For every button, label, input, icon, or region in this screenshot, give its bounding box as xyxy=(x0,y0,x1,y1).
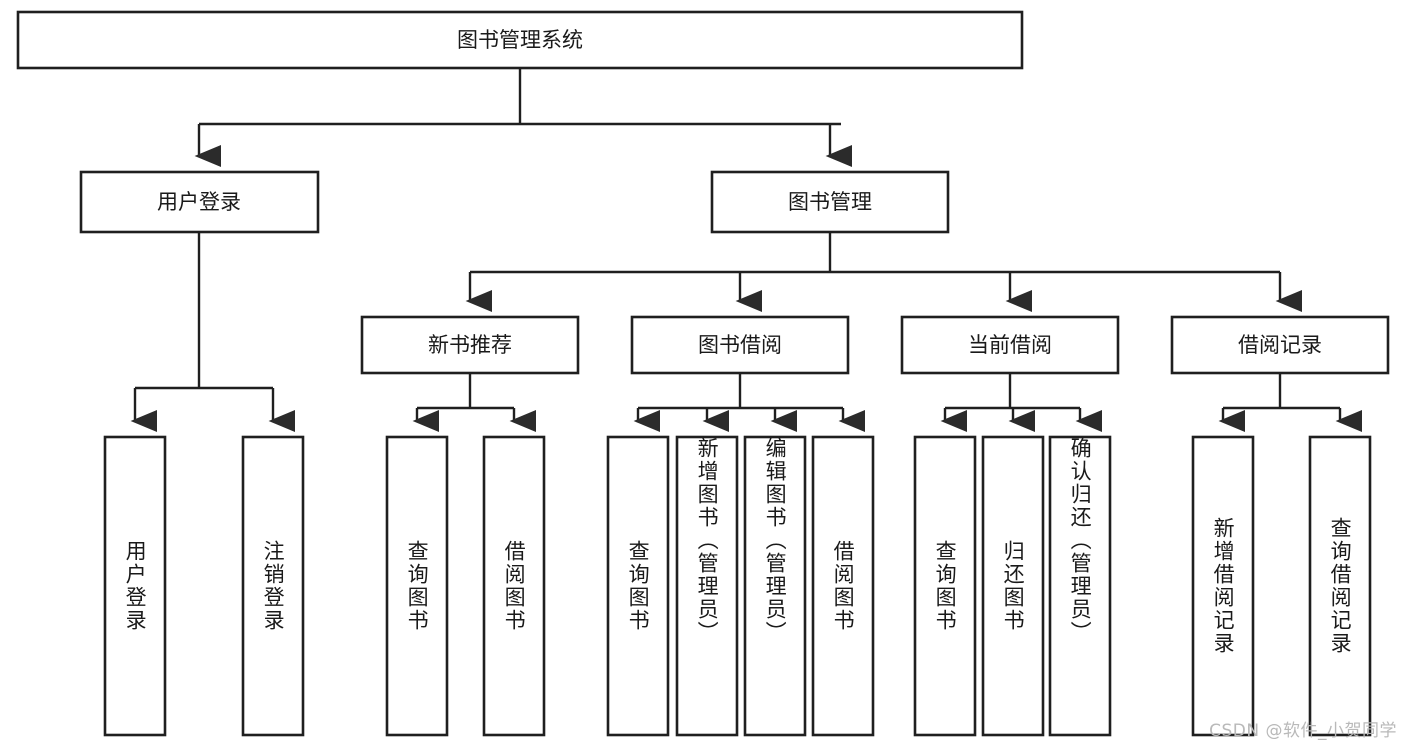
node-current-borrow[interactable]: 当前借阅 xyxy=(900,315,1120,375)
leaf-rect-query-book-3[interactable] xyxy=(913,435,977,737)
leaf-rect-logout[interactable] xyxy=(241,435,305,737)
node-root-label: 图书管理系统 xyxy=(457,28,583,52)
leaf-rect-query-borrow-record[interactable] xyxy=(1308,435,1372,737)
node-current-borrow-label: 当前借阅 xyxy=(968,333,1052,357)
leaf-rect-borrow-book-2[interactable] xyxy=(811,435,875,737)
leaf-rect-borrow-book-1[interactable] xyxy=(482,435,546,737)
connector-book-borrow-to-leaves xyxy=(633,373,865,432)
node-borrow-record[interactable]: 借阅记录 xyxy=(1170,315,1390,375)
node-book-management[interactable]: 图书管理 xyxy=(710,170,950,234)
leaf-rect-query-book-1[interactable] xyxy=(385,435,449,737)
node-user-login-label: 用户登录 xyxy=(157,190,241,214)
leaf-rect-return-book[interactable] xyxy=(981,435,1045,737)
connector-book-management-to-level3 xyxy=(465,232,1302,312)
node-current-borrow-rect xyxy=(900,315,1120,375)
connector-new-book-recommend-to-leaves xyxy=(412,373,536,432)
leaf-rect-user-login[interactable] xyxy=(103,435,167,737)
node-book-borrow[interactable]: 图书借阅 xyxy=(630,315,850,375)
node-root-rect xyxy=(16,10,1024,70)
connector-borrow-record-to-leaves xyxy=(1218,373,1362,432)
connector-current-borrow-to-leaves xyxy=(940,373,1102,432)
leaf-rect-confirm-return-admin[interactable] xyxy=(1048,435,1112,737)
node-root[interactable]: 图书管理系统 xyxy=(16,10,1024,70)
leaf-boxes xyxy=(103,435,1372,737)
leaf-rect-add-borrow-record[interactable] xyxy=(1191,435,1255,737)
node-new-book-recommend[interactable]: 新书推荐 xyxy=(360,315,580,375)
leaf-rect-add-book-admin[interactable] xyxy=(675,435,739,737)
connector-user-login-to-leaves xyxy=(130,232,295,432)
node-user-login[interactable]: 用户登录 xyxy=(79,170,320,234)
connector-root-to-level2 xyxy=(194,68,852,167)
leaf-rect-query-book-2[interactable] xyxy=(606,435,670,737)
node-new-book-recommend-rect xyxy=(360,315,580,375)
watermark-text: CSDN @软件_小贺同学 xyxy=(1209,721,1397,741)
node-new-book-recommend-label: 新书推荐 xyxy=(428,333,512,357)
node-user-login-rect xyxy=(79,170,320,234)
leaf-rect-edit-book-admin[interactable] xyxy=(743,435,807,737)
node-book-borrow-label: 图书借阅 xyxy=(698,333,782,357)
node-book-management-label: 图书管理 xyxy=(788,190,872,214)
node-borrow-record-label: 借阅记录 xyxy=(1238,333,1322,357)
